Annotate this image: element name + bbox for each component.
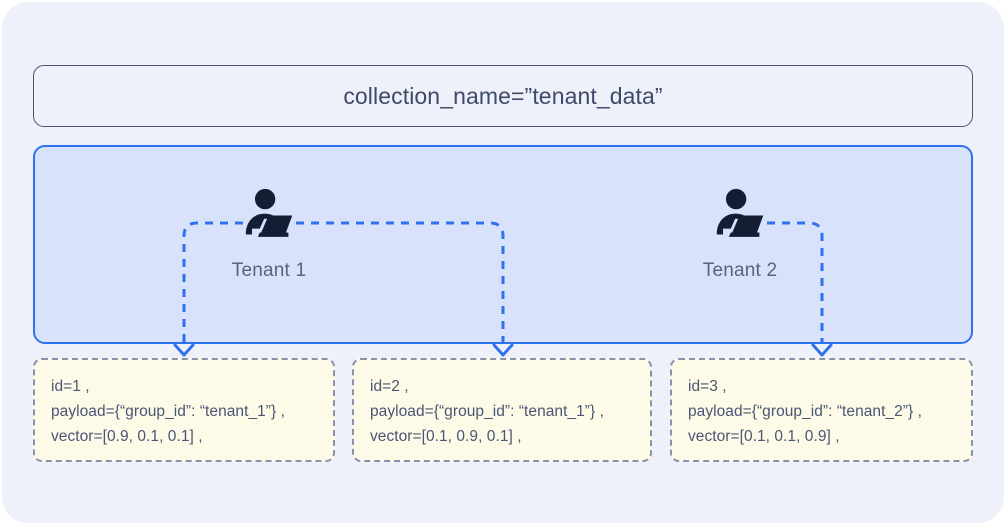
record-line-id: id=1 ,	[51, 378, 90, 395]
record-line-payload: payload={“group_id”: “tenant_2”} ,	[688, 403, 922, 420]
tenant-block-2[interactable]: Tenant 2	[660, 186, 820, 282]
tenant-label: Tenant 2	[702, 260, 778, 281]
person-at-laptop-icon	[245, 188, 293, 237]
record-card: id=2 , payload={“group_id”: “tenant_1”} …	[352, 358, 652, 462]
person-at-laptop-icon	[716, 188, 764, 237]
record-card: id=3 , payload={“group_id”: “tenant_2”} …	[670, 358, 973, 462]
record-line-payload: payload={“group_id”: “tenant_1”} ,	[370, 403, 604, 420]
tenant-block-1[interactable]: Tenant 1	[189, 186, 349, 282]
record-line-vector: vector=[0.9, 0.1, 0.1] ,	[51, 428, 203, 445]
collection-name-box: collection_name=”tenant_data”	[33, 65, 973, 127]
tenant-panel	[33, 145, 973, 344]
record-line-vector: vector=[0.1, 0.1, 0.9] ,	[688, 428, 840, 445]
collection-name-label: collection_name=”tenant_data”	[343, 82, 663, 109]
record-card: id=1 , payload={“group_id”: “tenant_1”} …	[33, 358, 335, 462]
record-line-payload: payload={“group_id”: “tenant_1”} ,	[51, 403, 285, 420]
tenant-label: Tenant 1	[231, 260, 307, 281]
record-line-vector: vector=[0.1, 0.9, 0.1] ,	[370, 428, 522, 445]
record-line-id: id=3 ,	[688, 378, 727, 395]
record-line-id: id=2 ,	[370, 378, 409, 395]
